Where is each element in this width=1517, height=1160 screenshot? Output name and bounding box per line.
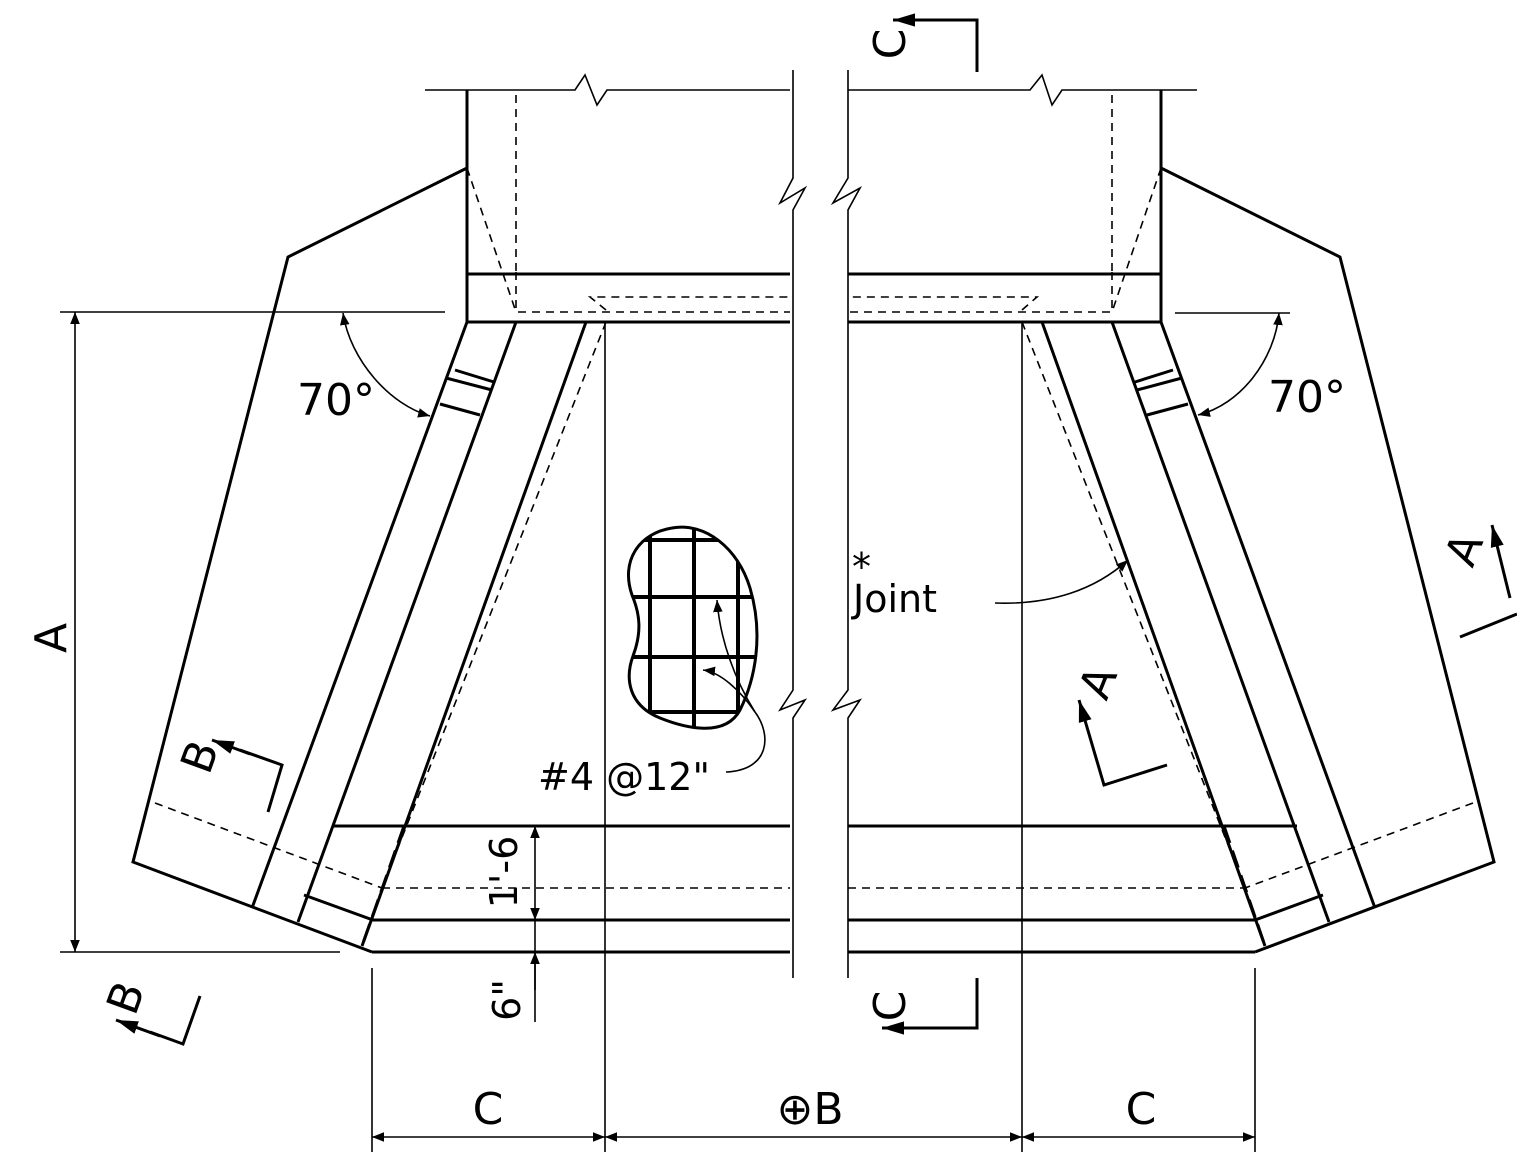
dim-height-label: A: [26, 623, 77, 653]
right-angle-label: 70°: [1268, 372, 1346, 423]
left-angle-label: 70°: [297, 375, 375, 426]
dimension-A: A: [26, 312, 340, 953]
section-C-bottom-marker: C: [865, 978, 979, 1035]
rebar-label: #4 @12": [538, 755, 710, 799]
section-B-upper-label: B: [171, 734, 229, 780]
section-B-lower-label: B: [97, 975, 155, 1021]
right-wingwall: [1021, 166, 1496, 954]
dim-left-wing-label: C: [473, 1084, 504, 1135]
section-A-upper-label: A: [1435, 526, 1494, 573]
dimension-toe: 1'-6 6": [482, 826, 540, 1022]
section-C-bottom-label: C: [865, 991, 916, 1022]
section-C-top-marker: C: [865, 13, 979, 72]
apron: [332, 824, 1297, 954]
dim-toe-label: 1'-6: [482, 836, 526, 909]
angle-callouts: 70° 70°: [60, 311, 1346, 426]
dim-apron-label: 6": [485, 979, 529, 1021]
dimension-bottom: C ⊕B C: [371, 322, 1256, 1152]
dim-barrel-label: ⊕B: [776, 1084, 843, 1135]
barrel-section: [425, 70, 1197, 978]
section-A-upper-marker: A: [1435, 524, 1517, 639]
joint-label: Joint: [851, 577, 937, 621]
joint-callout: * Joint: [851, 545, 1129, 621]
dim-right-wing-label: C: [1126, 1084, 1157, 1135]
section-B-lower-marker: B: [97, 975, 202, 1046]
joint-note-mark: *: [852, 545, 871, 589]
section-B-upper-marker: B: [171, 734, 284, 813]
section-C-top-label: C: [865, 29, 916, 60]
rebar-mesh-detail: #4 @12": [538, 525, 766, 799]
section-A-lower-marker: A: [1069, 659, 1168, 787]
section-A-lower-label: A: [1069, 659, 1128, 706]
